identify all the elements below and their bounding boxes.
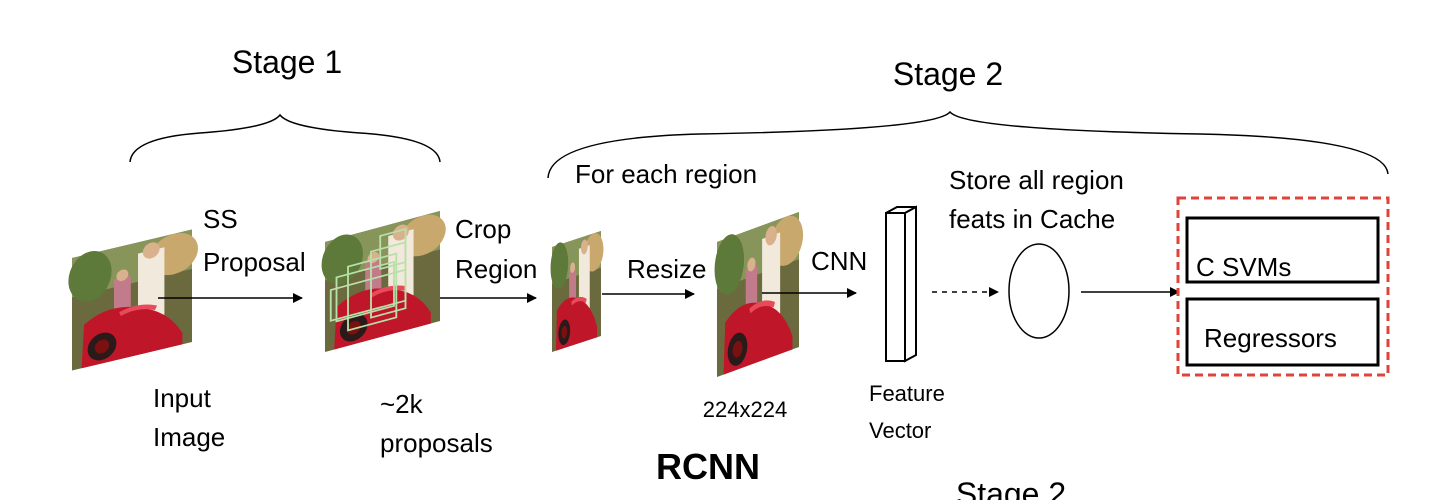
cnn-label: CNN [811,246,867,276]
rcnn-title: RCNN [656,446,760,487]
crop-label-line1: Crop [455,214,511,244]
classifier-dashed-box [1176,196,1390,377]
store-label-line1: Store all region [949,165,1124,195]
feature-label-line2: Vector [869,418,931,443]
stage2-brace [547,110,1389,179]
regressors-label: Regressors [1204,323,1337,353]
stage1-label: Stage 1 [232,44,342,80]
cache-ellipse [1008,243,1070,339]
size-label: 224x224 [703,397,787,422]
stage1-brace [129,113,441,163]
svms-box [1185,216,1380,284]
feature-label-line1: Feature [869,381,945,406]
input-label-line2: Image [153,422,225,452]
stage2-bottom-label: Stage 2 [956,476,1066,500]
proposals-label-line2: proposals [380,428,493,458]
ss-label-line2: Proposal [203,247,306,277]
for-each-region-label: For each region [575,159,757,189]
store-label-line2: feats in Cache [949,204,1115,234]
stage2-label: Stage 2 [893,56,1003,92]
crop-label-line2: Region [455,254,537,284]
feature-vector-bar [885,205,917,363]
input-label-line1: Input [153,383,212,413]
proposals-label-line1: ~2k [380,389,424,419]
ss-label-line1: SS [203,204,238,234]
svms-label: C SVMs [1196,252,1291,282]
regressors-box [1185,297,1380,367]
proposal-boxes [329,227,407,332]
resize-label: Resize [627,254,706,284]
cropped-region-image [551,228,604,352]
proposals-image [322,207,446,353]
